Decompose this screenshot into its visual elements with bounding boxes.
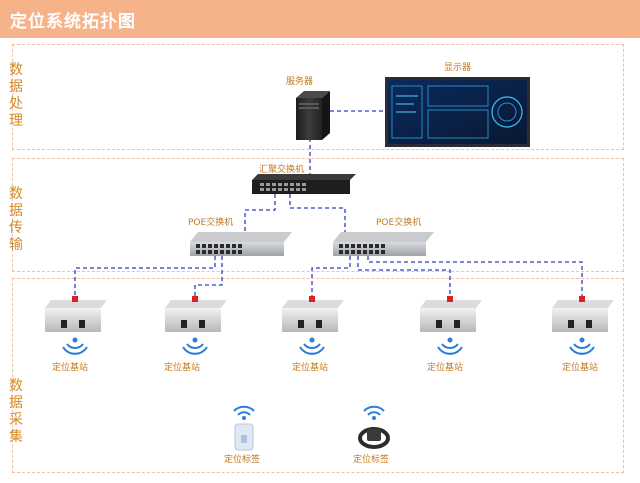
link-poe-right-station5 [367,256,583,300]
network-links [74,110,583,300]
section-processing [12,44,624,150]
base-station-icon [282,296,344,355]
base-station-label: 定位基站 [164,363,201,373]
link-poe-right-station4 [357,256,451,300]
link-core-poe-right [289,194,346,232]
link-poe-left-station1 [74,256,216,300]
base-station-label: 定位基站 [562,363,599,373]
server-label: 服务器 [286,77,314,87]
core-switch-label: 汇聚交换机 [259,165,305,175]
base-station-icon [165,296,227,355]
section-label-processing: 数据处理 [9,62,23,129]
section-label-collection: 数据采集 [9,378,23,445]
display-screen-icon [385,77,530,147]
base-station-label: 定位基站 [427,363,464,373]
base-station-icon [45,296,107,355]
link-poe-right-station3 [311,256,351,300]
tag-label: 定位标签 [353,455,390,465]
section-collection [12,278,624,473]
tag-label: 定位标签 [224,455,261,465]
link-poe-left-station2 [194,256,223,300]
link-core-poe-left [244,194,276,232]
poe-switch-left-icon [190,232,292,256]
poe-switch-left-label: POE交换机 [188,218,234,228]
server-icon [296,91,330,140]
section-transmission [12,158,624,272]
title-bar: 定位系统拓扑图 [0,0,640,38]
poe-switch-right-icon [333,232,434,256]
core-switch-icon [252,174,356,194]
base-station-icon [420,296,482,355]
poe-switch-right-label: POE交换机 [376,218,422,228]
section-label-transmission: 数据传输 [9,186,23,253]
base-station-label: 定位基站 [292,363,329,373]
display-label: 显示器 [444,63,472,73]
base-station-label: 定位基站 [52,363,89,373]
base-station-icon [552,296,614,355]
tag-wristband-icon [358,405,390,449]
page-title: 定位系统拓扑图 [10,12,136,32]
tag-card-icon [233,405,255,451]
